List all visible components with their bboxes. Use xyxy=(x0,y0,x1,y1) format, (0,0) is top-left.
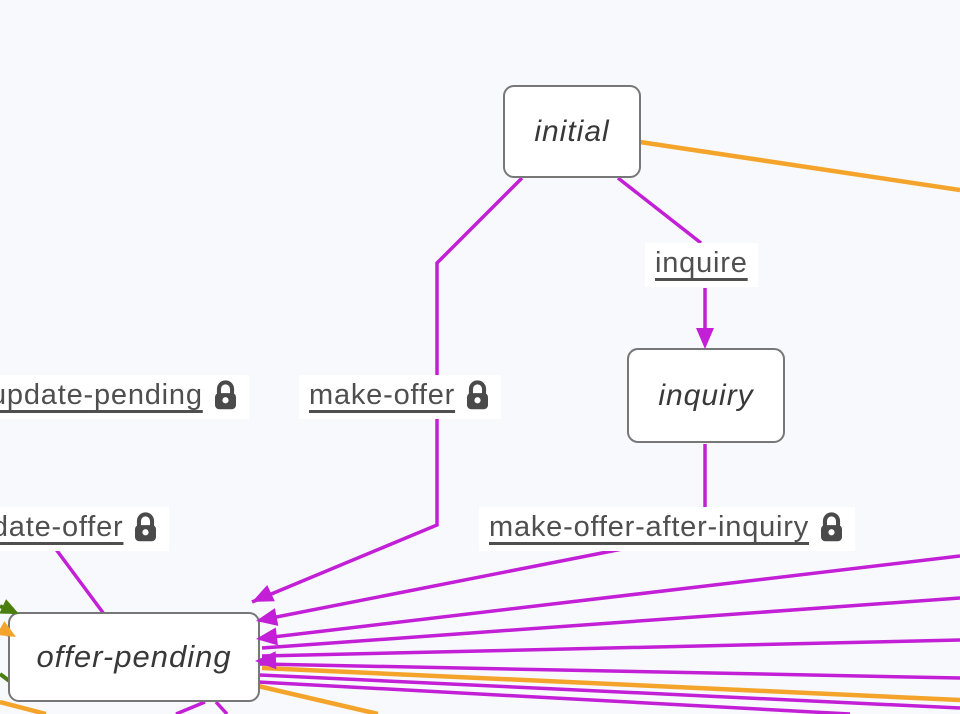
edge-line-after-inquiry-a xyxy=(255,539,664,623)
edge-line-update-offer xyxy=(53,546,106,616)
lock-icon xyxy=(135,512,157,542)
transition-label-update-offer[interactable]: update-offer xyxy=(0,507,170,551)
edge-line-orange-fan xyxy=(261,665,960,703)
orange-edges xyxy=(0,139,960,714)
edge-line-fan-3 xyxy=(259,662,960,680)
edge-line-orange-top xyxy=(639,139,960,193)
edge-line-fan-4 xyxy=(259,673,960,710)
edge-line-orange-bottom-left xyxy=(0,699,47,714)
state-node-label: offer-pending xyxy=(36,639,232,674)
transition-label-make-offer[interactable]: make-offer xyxy=(299,375,502,419)
state-node-initial[interactable]: initial xyxy=(503,85,641,178)
lock-icon xyxy=(821,512,843,542)
magenta-edges xyxy=(53,176,960,714)
transition-label-text: make-offer-after-inquiry xyxy=(489,511,810,543)
edge-line-fan-5 xyxy=(257,680,851,714)
lock-icon xyxy=(214,380,236,410)
edge-line-after-inquiry-b xyxy=(255,554,960,641)
state-node-inquiry[interactable]: inquiry xyxy=(627,348,785,443)
edge-line-bottom-stub-2 xyxy=(214,700,229,714)
state-node-offer-pending[interactable]: offer-pending xyxy=(8,612,260,702)
state-node-label: inquiry xyxy=(658,378,754,412)
edge-line-green-top-left xyxy=(0,604,15,615)
lock-icon xyxy=(467,380,489,410)
state-node-label: initial xyxy=(534,114,610,148)
transition-label-text: inquire xyxy=(655,247,748,279)
edge-line-fan-1 xyxy=(261,596,960,650)
edge-line-fan-2 xyxy=(261,638,960,658)
transition-label-inquire[interactable]: inquire xyxy=(645,243,758,287)
transition-label-text: update-pending xyxy=(0,379,203,411)
transition-label-update-pending[interactable]: update-pending xyxy=(0,375,249,419)
edge-line-bottom-stub-1 xyxy=(175,700,206,714)
transition-label-text: update-offer xyxy=(0,511,124,543)
edge-line-orange-bottom-right xyxy=(257,683,379,714)
transition-label-text: make-offer xyxy=(309,379,456,411)
edge-line-initial-to-inquire xyxy=(616,176,703,245)
transition-label-make-offer-after-inquiry[interactable]: make-offer-after-inquiry xyxy=(479,507,856,551)
